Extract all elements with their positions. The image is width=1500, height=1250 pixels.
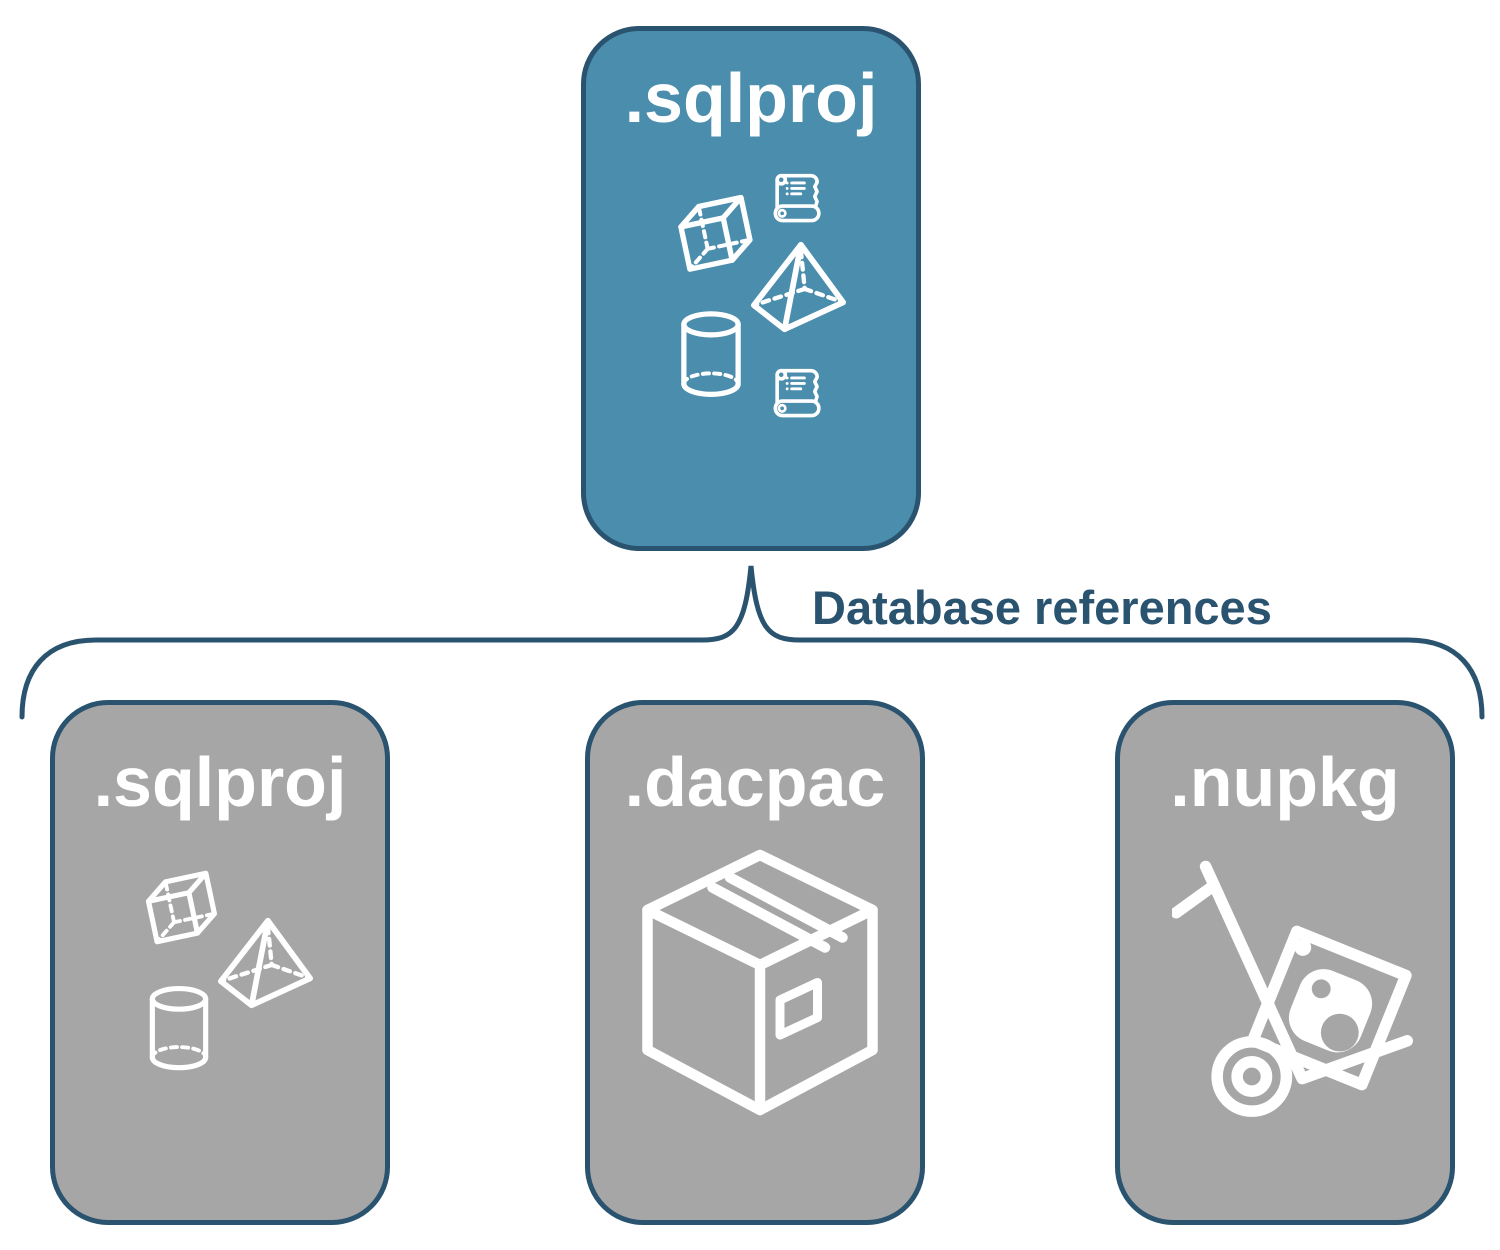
cube-icon bbox=[678, 194, 753, 272]
node-title: .sqlproj bbox=[624, 59, 878, 137]
cylinder-icon bbox=[681, 311, 741, 397]
node-dacpac: .dacpac bbox=[585, 700, 925, 1225]
scroll-icon bbox=[773, 368, 821, 418]
pyramid-icon bbox=[750, 241, 846, 333]
package-box-icon bbox=[642, 849, 878, 1116]
node-title: .sqlproj bbox=[93, 743, 347, 821]
node-title: .dacpac bbox=[624, 743, 886, 821]
cube-icon bbox=[145, 870, 218, 945]
cylinder-icon bbox=[149, 986, 209, 1071]
node-sqlproj-root: .sqlproj bbox=[581, 26, 921, 551]
pyramid-icon bbox=[217, 917, 313, 1009]
scroll-icon bbox=[773, 173, 821, 223]
node-nupkg: .nupkg bbox=[1115, 700, 1455, 1225]
nuget-hand-truck-icon bbox=[1172, 860, 1413, 1117]
node-title: .nupkg bbox=[1170, 743, 1400, 821]
connector-label: Database references bbox=[812, 581, 1272, 634]
node-sqlproj-child: .sqlproj bbox=[50, 700, 390, 1225]
